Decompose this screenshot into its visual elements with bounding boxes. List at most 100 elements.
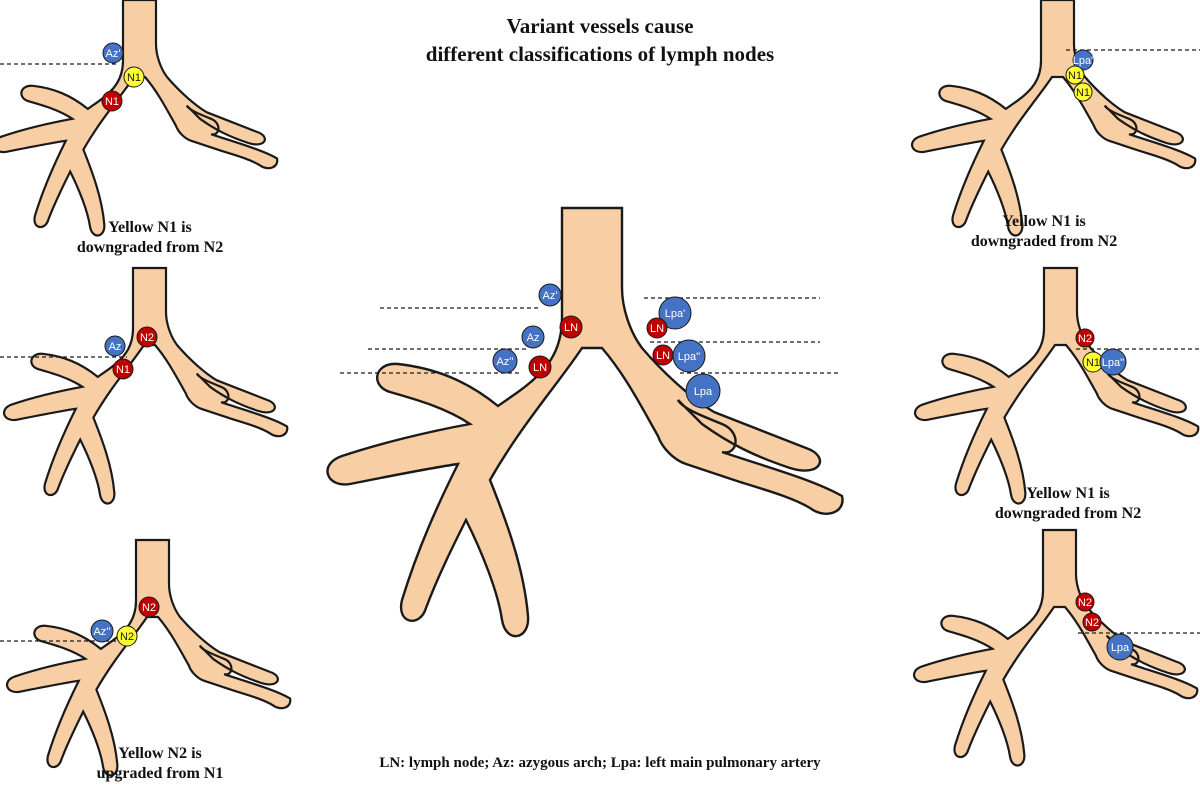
node-label: N2 — [1078, 597, 1092, 609]
panel-top-left — [0, 0, 279, 237]
vessel-marker: Az' — [102, 42, 124, 64]
bronchial-tree-shape — [2, 266, 289, 505]
legend-text: LN: lymph node; Az: azygous arch; Lpa: l… — [379, 755, 821, 771]
node-label: N1 — [116, 364, 130, 376]
vessel-marker: Az — [104, 335, 126, 357]
node-circle — [1075, 592, 1095, 612]
node-label: Az' — [543, 290, 558, 302]
yellow-lymph-node: N1 — [1065, 65, 1085, 85]
yellow-lymph-node: N2 — [116, 625, 138, 647]
node-label: Lpa — [694, 386, 713, 398]
node-label: Az — [527, 332, 540, 344]
node-circle — [90, 619, 114, 643]
panel-bottom-left — [5, 538, 292, 777]
node-circle — [528, 355, 552, 379]
caption-line: Yellow N1 is — [1026, 485, 1110, 502]
red-lymph-node: N2 — [1082, 612, 1102, 632]
red-lymph-node: N1 — [112, 358, 134, 380]
node-label: LN — [533, 362, 547, 374]
node-circle — [559, 315, 583, 339]
caption-line: downgraded from N2 — [970, 233, 1118, 250]
node-circle — [1073, 82, 1093, 102]
caption-top-left: Yellow N1 is downgraded from N2 — [50, 218, 250, 258]
red-lymph-node: N2 — [1075, 592, 1095, 612]
red-lymph-node: N1 — [101, 90, 123, 112]
node-label: Lpa — [1111, 642, 1130, 654]
node-label: Lpa'' — [678, 351, 701, 363]
node-circle — [646, 317, 668, 339]
panel-bottom-right — [912, 528, 1199, 767]
node-label: N2 — [120, 631, 134, 643]
panel-top-right — [910, 0, 1197, 237]
bronchial-tree-shape — [5, 538, 292, 777]
node-label: N1 — [1068, 70, 1082, 82]
node-circle — [101, 90, 123, 112]
node-circle — [136, 326, 158, 348]
node-label: Az'' — [496, 356, 513, 368]
title-line-1: Variant vessels cause — [506, 14, 694, 38]
vessel-marker: Az' — [538, 283, 562, 307]
node-label: LN — [656, 350, 670, 362]
node-circle — [492, 348, 518, 374]
yellow-lymph-node: N1 — [123, 66, 145, 88]
node-circle — [1106, 633, 1134, 661]
node-label: Lpa' — [1073, 55, 1093, 67]
vessel-marker: Lpa'' — [672, 339, 706, 373]
nodes-layer: Az'N1N1AzN2N1N2Az''N2Az'AzAz''LNLNLpa'LN… — [90, 42, 1134, 661]
yellow-lymph-node: N1 — [1073, 82, 1093, 102]
diagram-title: Variant vessels cause different classifi… — [380, 12, 820, 68]
vessel-marker: Lpa' — [1072, 49, 1094, 71]
bronchial-tree-shape — [910, 0, 1197, 237]
node-circle — [672, 339, 706, 373]
bronchial-tree-shape — [913, 266, 1200, 505]
node-circle — [123, 66, 145, 88]
node-label: LN — [564, 322, 578, 334]
node-circle — [1065, 65, 1085, 85]
caption-line: upgraded from N1 — [96, 765, 224, 782]
node-circle — [138, 596, 160, 618]
vessel-marker: Lpa'' — [1099, 348, 1127, 376]
caption-mid-right: Yellow N1 is downgraded from N2 — [968, 484, 1168, 524]
red-lymph-node: N2 — [136, 326, 158, 348]
node-label: Lpa' — [665, 308, 685, 320]
caption-line: Yellow N1 is — [108, 219, 192, 236]
red-lymph-node: N2 — [138, 596, 160, 618]
vessel-marker: Lpa — [1106, 633, 1134, 661]
node-label: N1 — [105, 96, 119, 108]
caption-line: downgraded from N2 — [994, 505, 1142, 522]
caption-top-right: Yellow N1 is downgraded from N2 — [944, 212, 1144, 252]
vessel-marker: Az'' — [90, 619, 114, 643]
vessel-marker: Lpa — [685, 373, 721, 409]
caption-line: Yellow N2 is — [118, 745, 202, 762]
panel-mid-left — [2, 266, 289, 505]
panel-mid-right — [913, 266, 1200, 505]
title-line-2: different classifications of lymph nodes — [425, 42, 775, 66]
caption-bottom-left: Yellow N2 is upgraded from N1 — [60, 744, 260, 784]
node-label: Az'' — [93, 626, 110, 638]
node-label: N1 — [1076, 87, 1090, 99]
node-label: N2 — [142, 602, 156, 614]
bronchial-tree-shape — [0, 0, 279, 237]
node-label: N1 — [127, 72, 141, 84]
red-lymph-node: LN — [528, 355, 552, 379]
node-label: LN — [650, 323, 664, 335]
red-lymph-node: LN — [559, 315, 583, 339]
node-label: N1 — [1086, 357, 1100, 369]
node-circle — [1099, 348, 1127, 376]
bronchial-tree-shape — [912, 528, 1199, 767]
node-circle — [116, 625, 138, 647]
node-circle — [102, 42, 124, 64]
bronchial-tree-shape — [326, 206, 844, 638]
vessel-marker: Az'' — [492, 348, 518, 374]
panel-center — [326, 206, 844, 638]
node-label: N2 — [140, 332, 154, 344]
vessel-marker: Lpa' — [658, 296, 692, 330]
caption-line: Yellow N1 is — [1002, 213, 1086, 230]
node-circle — [685, 373, 721, 409]
vessel-marker: Az — [521, 325, 545, 349]
node-circle — [104, 335, 126, 357]
node-label: Az — [109, 341, 122, 353]
node-circle — [521, 325, 545, 349]
red-lymph-node: LN — [646, 317, 668, 339]
